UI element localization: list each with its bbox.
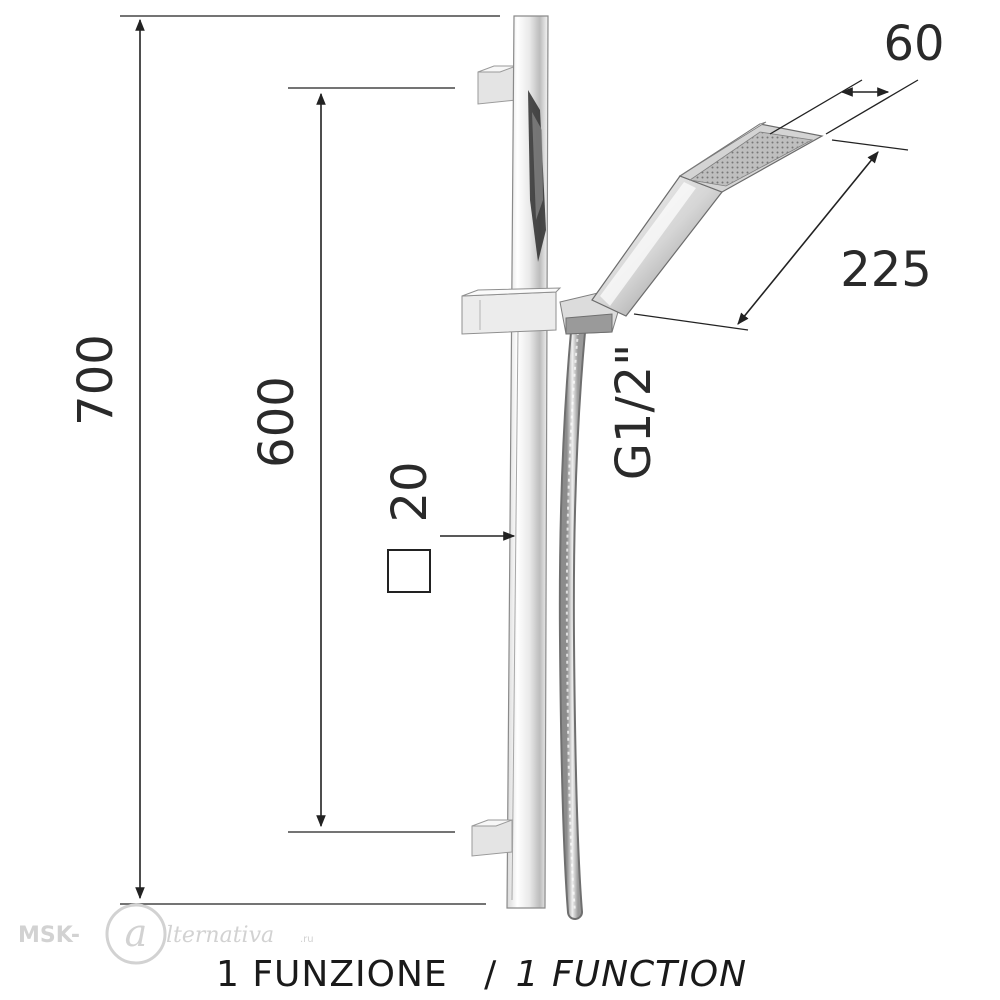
shower-hose (558, 324, 586, 920)
caption-english: 1 FUNCTION (516, 954, 747, 995)
hand-shower (559, 121, 824, 335)
top-wall-bracket (477, 65, 517, 105)
bottom-wall-bracket (471, 819, 513, 857)
watermark-at-logo (105, 903, 167, 965)
square-section-icon (387, 549, 431, 593)
watermark: MSK- a lternativa .ru (18, 903, 314, 965)
caption-separator: / (484, 954, 497, 995)
shower-rail-assembly (461, 15, 562, 909)
watermark-prefix: MSK- (18, 923, 80, 948)
dimension-g12-label: G1/2" (606, 344, 662, 481)
dimension-20-label: 20 (382, 461, 438, 522)
dimension-hand-shower-width: 60 (769, 16, 945, 135)
dimension-rail-section: 20 (382, 461, 516, 593)
caption: 1 FUNZIONE / 1 FUNCTION (216, 954, 747, 995)
caption-italian: 1 FUNZIONE (216, 954, 448, 995)
dimension-total-height: 700 (68, 15, 500, 905)
dimension-600-label: 600 (249, 376, 305, 468)
dimension-225-label: 225 (840, 242, 932, 298)
svg-text:1 FUNZIONE / 1 FUN: 1 FUNZIONE / 1 FUNCTION (216, 954, 747, 995)
watermark-word: lternativa (166, 923, 274, 948)
watermark-suffix: .ru (300, 934, 314, 945)
sliding-holder (461, 287, 562, 335)
dimension-hand-shower-length: 225 (633, 139, 932, 331)
dimension-60-label: 60 (883, 16, 944, 72)
dimension-bracket-spacing: 600 (249, 87, 455, 833)
slide-rail (506, 15, 549, 909)
dimension-hose-connection: G1/2" (606, 344, 662, 481)
watermark-letter: a (125, 911, 148, 955)
dimension-700-label: 700 (68, 334, 124, 426)
